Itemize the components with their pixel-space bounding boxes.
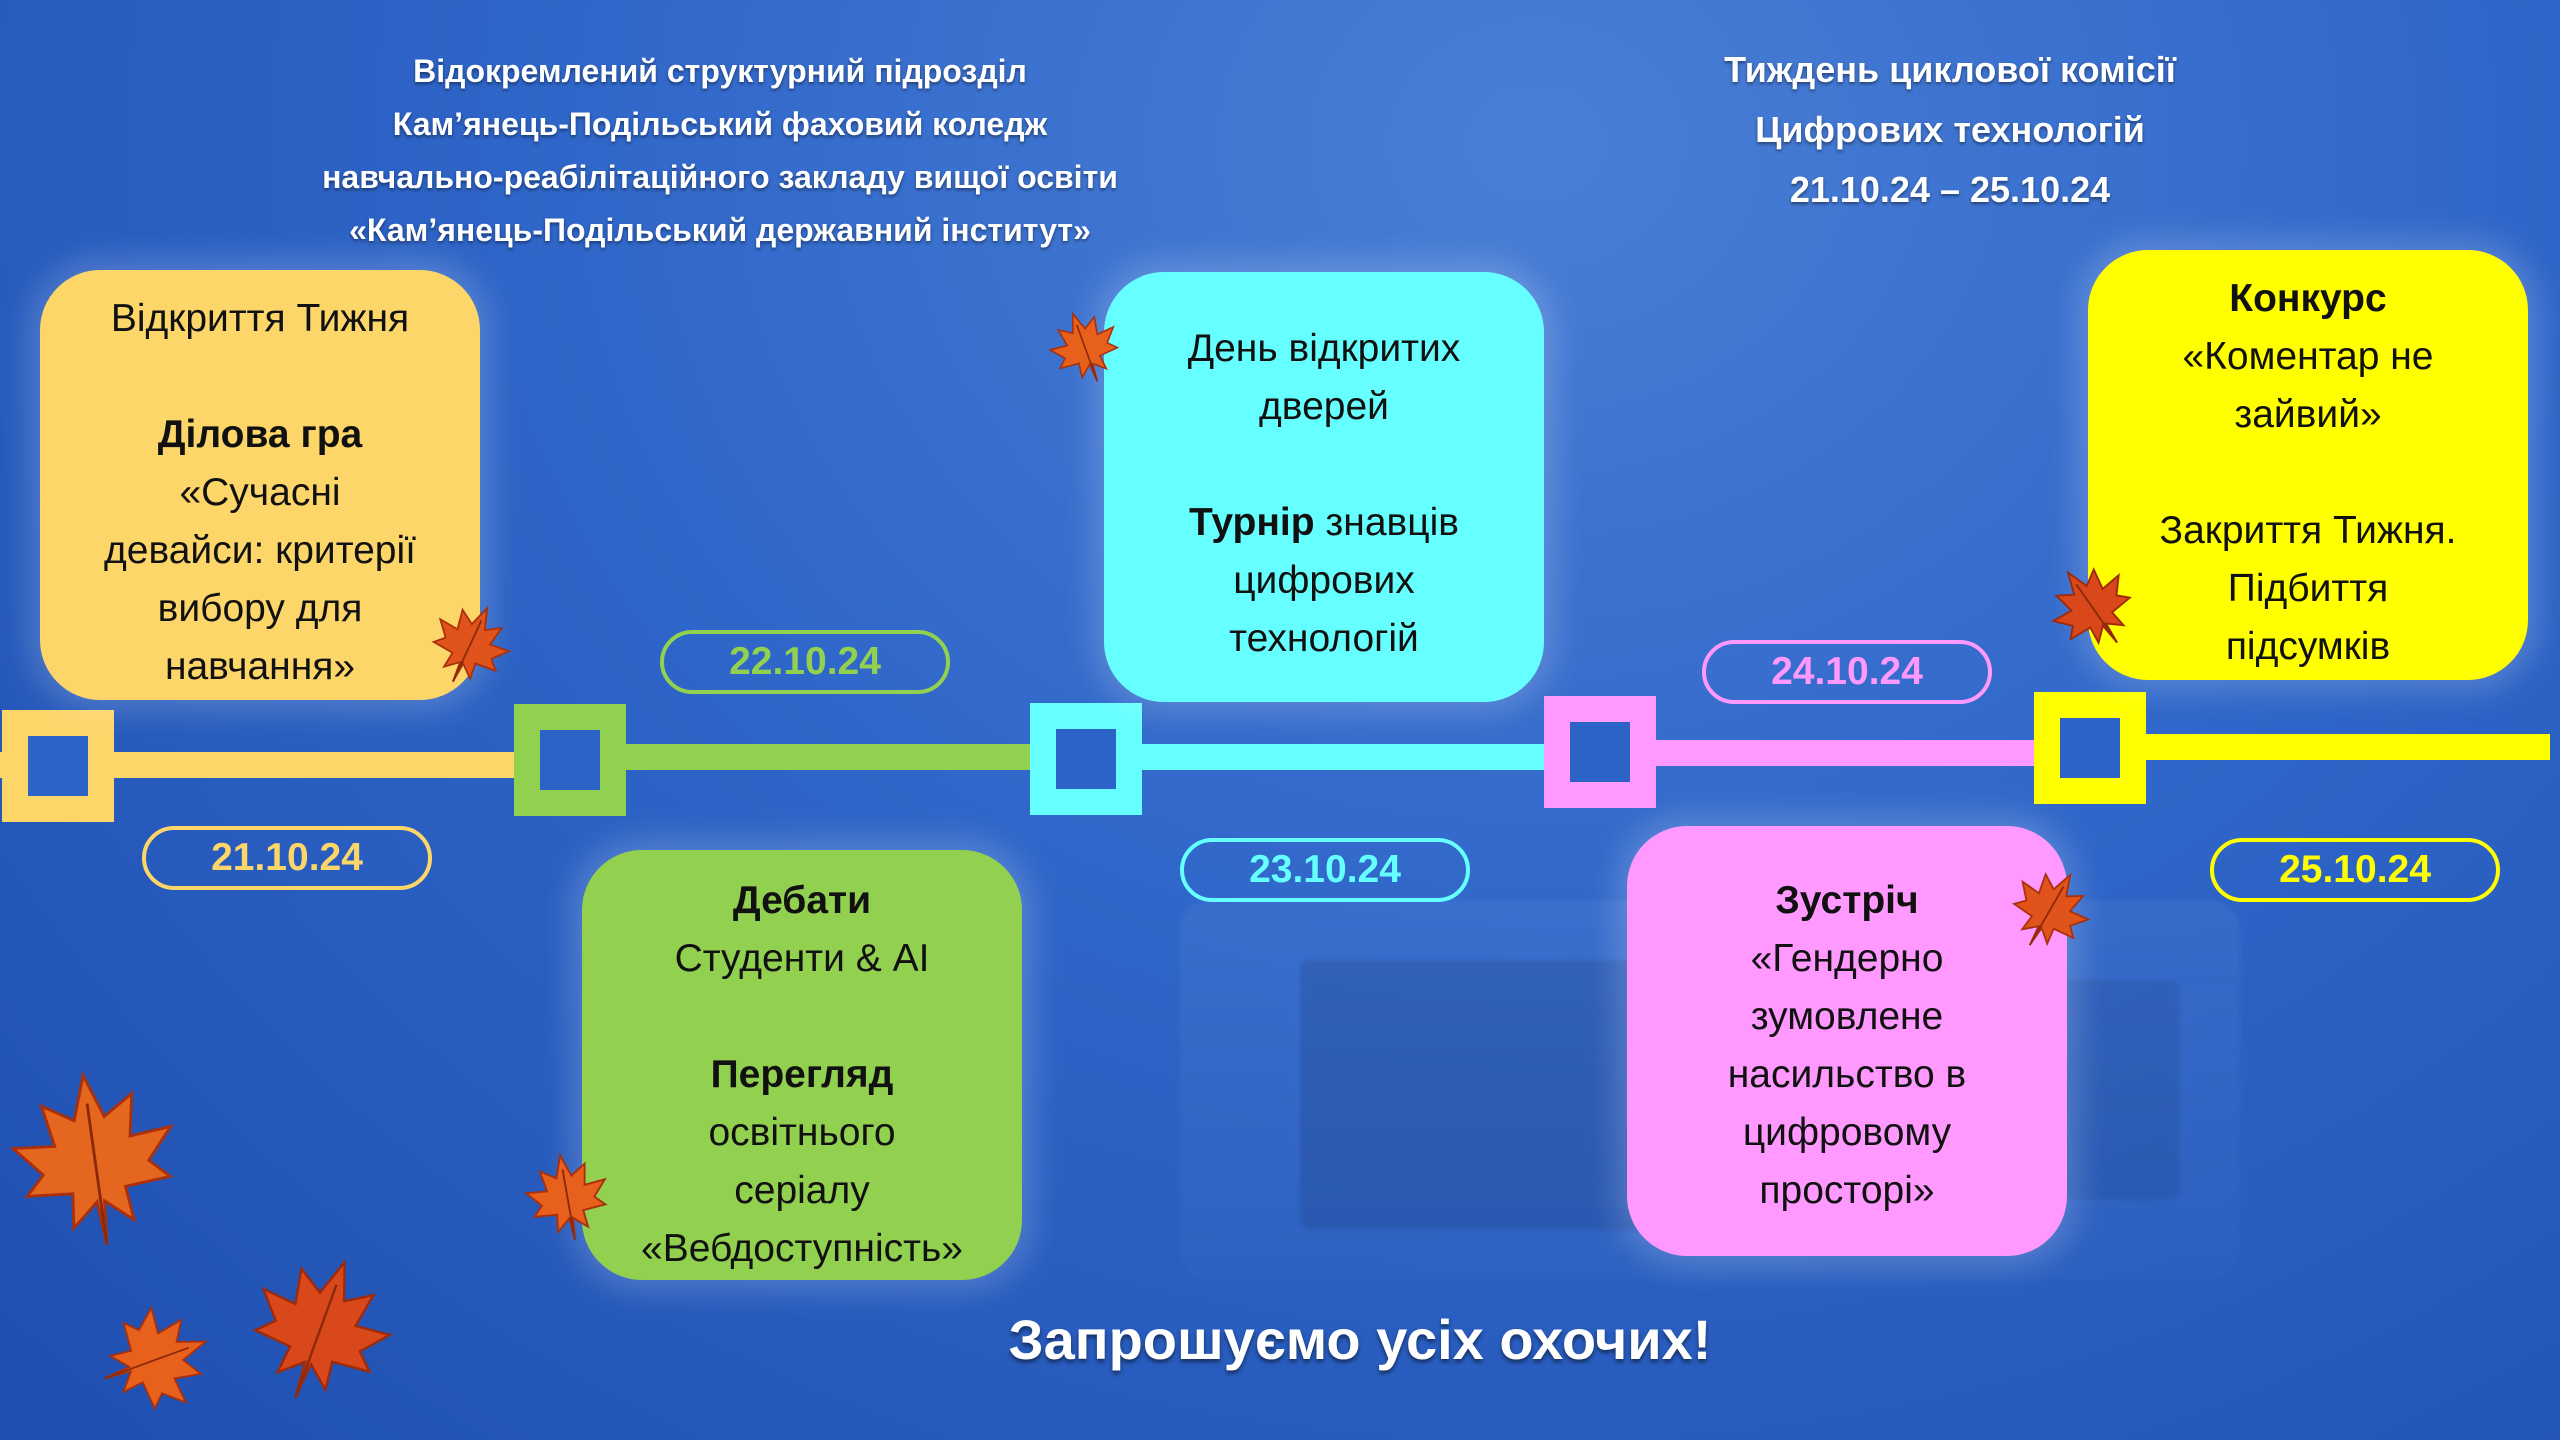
card-line: «Гендерно [1750, 937, 1944, 980]
date-pill-day5: 25.10.24 [2210, 838, 2500, 902]
timeline-node-day1 [2, 710, 114, 822]
maple-leaf-icon [431, 605, 512, 683]
maple-leaf-icon [2011, 872, 2091, 947]
card-event-title: Зустріч [1775, 879, 1919, 922]
maple-leaf-icon [103, 1305, 209, 1411]
card-event-title: Ділова гра [157, 413, 363, 456]
header-line: Цифрових технологій [1755, 109, 2145, 150]
card-line: насильство в [1727, 1053, 1967, 1096]
timeline-node-day4 [1544, 696, 1656, 808]
header-line: 21.10.24 – 25.10.24 [1789, 169, 2111, 210]
card-intro: Відкриття Тижня [110, 297, 410, 340]
card-line: Підбиття [2227, 567, 2389, 610]
card-line: технологій [1229, 617, 1419, 660]
event-card-day3: День відкритих дверей Турнір знавців циф… [1104, 272, 1544, 702]
header-line: Відокремлений структурний підрозділ [413, 53, 1027, 89]
card-line: Закриття Тижня. [2159, 509, 2457, 552]
maple-leaf-icon [523, 1152, 608, 1240]
timeline-node-day5 [2034, 692, 2146, 804]
header-line: Тиждень циклової комісії [1724, 49, 2176, 90]
date-pill-day2: 22.10.24 [660, 630, 950, 694]
card-line: вибору для [157, 587, 363, 630]
date-pill-day4: 24.10.24 [1702, 640, 1992, 704]
institution-header: Відокремлений структурний підрозділ Кам’… [300, 45, 1140, 257]
card-line: навчання» [164, 645, 356, 688]
event-card-day5: Конкурс «Коментар не зайвий» Закриття Ти… [2088, 250, 2528, 680]
card-event-title: Перегляд [710, 1053, 894, 1096]
card-line: девайси: критерії [104, 529, 416, 572]
header-line: Кам’янець-Подільський фаховий коледж [392, 106, 1048, 142]
card-line: зайвий» [2234, 393, 2382, 436]
card-line: цифровому [1742, 1111, 1952, 1154]
card-line: «Коментар не [2182, 335, 2434, 378]
date-pill-day3: 23.10.24 [1180, 838, 1470, 902]
maple-leaf-icon [1048, 311, 1120, 382]
card-line: просторі» [1759, 1169, 1935, 1212]
card-line: зумовлене [1750, 995, 1944, 1038]
card-event-title: Турнір [1189, 501, 1315, 544]
card-event-heading: Турнір знавців [1104, 494, 1544, 552]
card-line: цифрових [1233, 559, 1415, 602]
timeline-segment-day4 [1600, 740, 2100, 766]
header-line: навчально-реабілітаційного закладу вищої… [322, 159, 1118, 195]
card-intro: День відкритих [1187, 327, 1461, 370]
timeline-node-day2 [514, 704, 626, 816]
card-event-title: Дебати [732, 879, 872, 922]
week-title: Тиждень циклової комісії Цифрових технол… [1640, 40, 2260, 220]
card-event-title: Конкурс [2229, 277, 2387, 320]
card-line: серіалу [734, 1169, 870, 1212]
card-line: «Сучасні [179, 471, 341, 514]
card-line: підсумків [2225, 625, 2391, 668]
card-line: Студенти & AI [674, 937, 930, 980]
date-pill-day1: 21.10.24 [142, 826, 432, 890]
timeline-segment-day2 [560, 744, 1080, 770]
invitation-footer: Запрошуємо усіх охочих! [1008, 1308, 1712, 1371]
maple-leaf-icon [2050, 567, 2132, 646]
event-card-day2: Дебати Студенти & AI Перегляд освітнього… [582, 850, 1022, 1280]
card-event-title-rest: знавців [1314, 501, 1459, 544]
card-intro: дверей [1259, 385, 1389, 428]
timeline-segment-day3 [1080, 744, 1600, 770]
maple-leaf-icon [252, 1258, 393, 1399]
card-line: освітнього [708, 1111, 896, 1154]
event-card-day1: Відкриття Тижня Ділова гра «Сучасні дева… [40, 270, 480, 700]
header-line: «Кам’янець-Подільський державний інститу… [349, 212, 1091, 248]
maple-leaf-icon [9, 1071, 174, 1245]
timeline-node-day3 [1030, 703, 1142, 815]
event-card-day4: Зустріч «Гендерно зумовлене насильство в… [1627, 826, 2067, 1256]
card-line: «Вебдоступність» [641, 1227, 963, 1270]
timeline-segment-day5 [2100, 734, 2550, 760]
